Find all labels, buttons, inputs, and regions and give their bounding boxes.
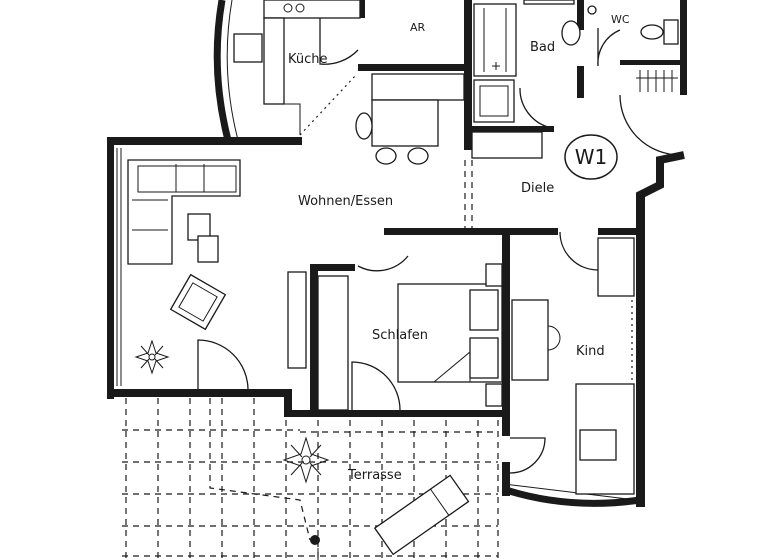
unit-label: W1	[575, 145, 608, 169]
armchair	[169, 273, 227, 331]
coffee-table	[187, 213, 219, 263]
doors	[197, 18, 681, 474]
room-label-wc: WC	[611, 13, 630, 26]
room-label-wohnen: Wohnen/Essen	[298, 194, 393, 209]
room-label-schlafen: Schlafen	[372, 328, 428, 343]
terrace-tiles	[122, 398, 499, 560]
kitchen-fixtures	[233, 0, 361, 135]
plant	[134, 339, 170, 375]
windows	[116, 148, 637, 501]
room-label-kind: Kind	[576, 344, 605, 359]
dining-table	[355, 73, 465, 165]
kitchen-opening	[299, 74, 357, 136]
sun-lounger	[373, 474, 470, 556]
wc-fixtures	[587, 5, 679, 92]
terrace-plant	[282, 436, 330, 484]
walls	[107, 0, 687, 507]
openings	[464, 160, 473, 228]
room-label-diele: Diele	[521, 181, 554, 196]
sofa	[127, 159, 241, 265]
room-label-terrasse: Terrasse	[347, 468, 402, 483]
bedroom-furniture	[317, 263, 503, 411]
bath-fixtures	[473, 0, 581, 123]
diele-cabinet	[471, 131, 543, 159]
room-label-ar: AR	[410, 21, 426, 34]
post-marker	[310, 535, 320, 545]
kind-furniture	[511, 237, 635, 495]
room-label-kueche: Küche	[288, 52, 328, 67]
sideboard	[287, 271, 307, 369]
room-label-bad: Bad	[530, 40, 555, 55]
unit-marker: W1	[564, 134, 618, 180]
